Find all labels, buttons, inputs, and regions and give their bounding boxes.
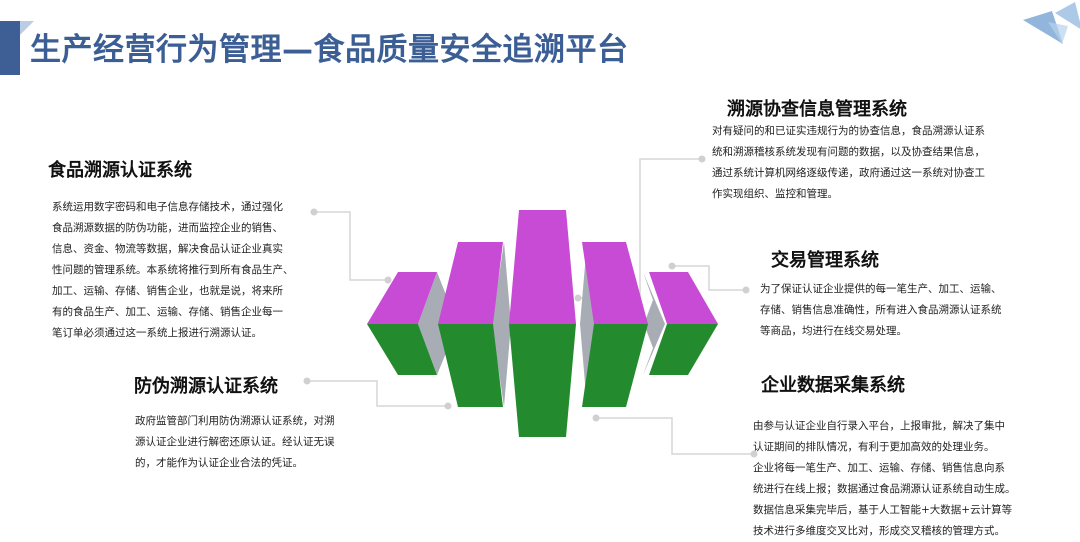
data-collect-heading: 企业数据采集系统	[761, 375, 905, 396]
food-trace-cert-text: 系统运用数字密码和电子信息存储技术，通过强化 食品溯源数据的防伪功能，进而监控企…	[52, 197, 294, 344]
text-line: 企业将每一笔生产、加工、运输、存储、销售信息向系	[753, 462, 1005, 474]
text-line: 的，才能作为认证企业合法的凭证。	[135, 457, 303, 469]
food-trace-cert-heading: 食品溯源认证系统	[48, 160, 192, 181]
text-line: 性问题的管理系统。本系统将推行到所有食品生产、	[52, 264, 294, 276]
trace-inspect-text: 对有疑问的和已证实违规行为的协查信息，食品溯源认证系 统和溯源稽核系统发现有问题…	[712, 121, 985, 205]
text-line: 源认证企业进行解密还原认证。经认证无误	[135, 436, 335, 448]
title-accent-wedge	[20, 21, 34, 35]
triangle-shard-icon	[1023, 2, 1080, 44]
text-line: 统和溯源稽核系统发现有问题的数据，以及协查结果信息，	[712, 146, 985, 158]
trace-inspect-heading: 溯源协查信息管理系统	[727, 99, 907, 120]
text-line: 统进行在线上报；数据通过食品溯源认证系统自动生成。	[753, 483, 1016, 495]
text-line: 为了保证认证企业提供的每一笔生产、加工、运输、	[760, 283, 1002, 295]
text-line: 有的食品生产、加工、运输、存储、销售企业每一	[52, 306, 283, 318]
bar-3-bottom	[509, 324, 576, 437]
connector-dots	[303, 155, 758, 458]
text-line: 信息、资金、物流等数据，解决食品认证企业真实	[52, 243, 283, 255]
transaction-text: 为了保证认证企业提供的每一笔生产、加工、运输、 存储、销售信息准确性，所有进入食…	[760, 279, 1002, 342]
text-line: 系统运用数字密码和电子信息存储技术，通过强化	[52, 201, 283, 213]
page-title: 生产经营行为管理—食品质量安全追溯平台	[30, 32, 629, 68]
text-line: 技术进行多维度交叉比对，形成交叉稽核的管理方式。	[753, 525, 1005, 537]
text-line: 对有疑问的和已证实违规行为的协查信息，食品溯源认证系	[712, 125, 985, 137]
text-line: 作实现组织、监控和管理。	[712, 188, 838, 200]
transaction-heading: 交易管理系统	[771, 250, 879, 271]
text-line: 食品溯源数据的防伪功能，进而监控企业的销售、	[52, 222, 283, 234]
text-line: 等商品，均进行在线交易处理。	[760, 325, 907, 337]
bar-4-top	[582, 242, 648, 324]
anti-fake-cert-text: 政府监管部门利用防伪溯源认证系统，对溯 源认证企业进行解密还原认证。经认证无误 …	[135, 411, 335, 474]
text-line: 认证期间的排队情况，有利于更加高效的处理业务。	[753, 441, 995, 453]
bar-2-bottom	[438, 324, 503, 407]
title-accent-bar	[0, 21, 20, 75]
text-line: 笔订单必须通过这一系统上报进行溯源认证。	[52, 327, 262, 339]
bar-5-bottom	[649, 324, 718, 375]
text-line: 数据信息采集完毕后，基于人工智能+大数据+云计算等	[753, 504, 1013, 516]
text-line: 由参与认证企业自行录入平台，上报审批，解决了集中	[753, 420, 1005, 432]
bar-3-top	[509, 210, 576, 324]
bar-5-top	[649, 272, 718, 324]
bar-2-top	[438, 242, 503, 324]
text-line: 政府监管部门利用防伪溯源认证系统，对溯	[135, 415, 335, 427]
text-line: 通过系统计算机网络逐级传递，政府通过这一系统对协查工	[712, 167, 985, 179]
bar-4-bottom	[582, 324, 648, 407]
anti-fake-cert-heading: 防伪溯源认证系统	[134, 376, 278, 397]
text-line: 加工、运输、存储、销售企业，也就是说，将来所	[52, 285, 283, 297]
data-collect-text: 由参与认证企业自行录入平台，上报审批，解决了集中 认证期间的排队情况，有利于更加…	[753, 416, 1016, 542]
bar-1-bottom	[367, 324, 437, 375]
text-line: 存储、销售信息准确性，所有进入食品溯源认证系统	[760, 304, 1002, 316]
bar-1-top	[367, 272, 437, 324]
